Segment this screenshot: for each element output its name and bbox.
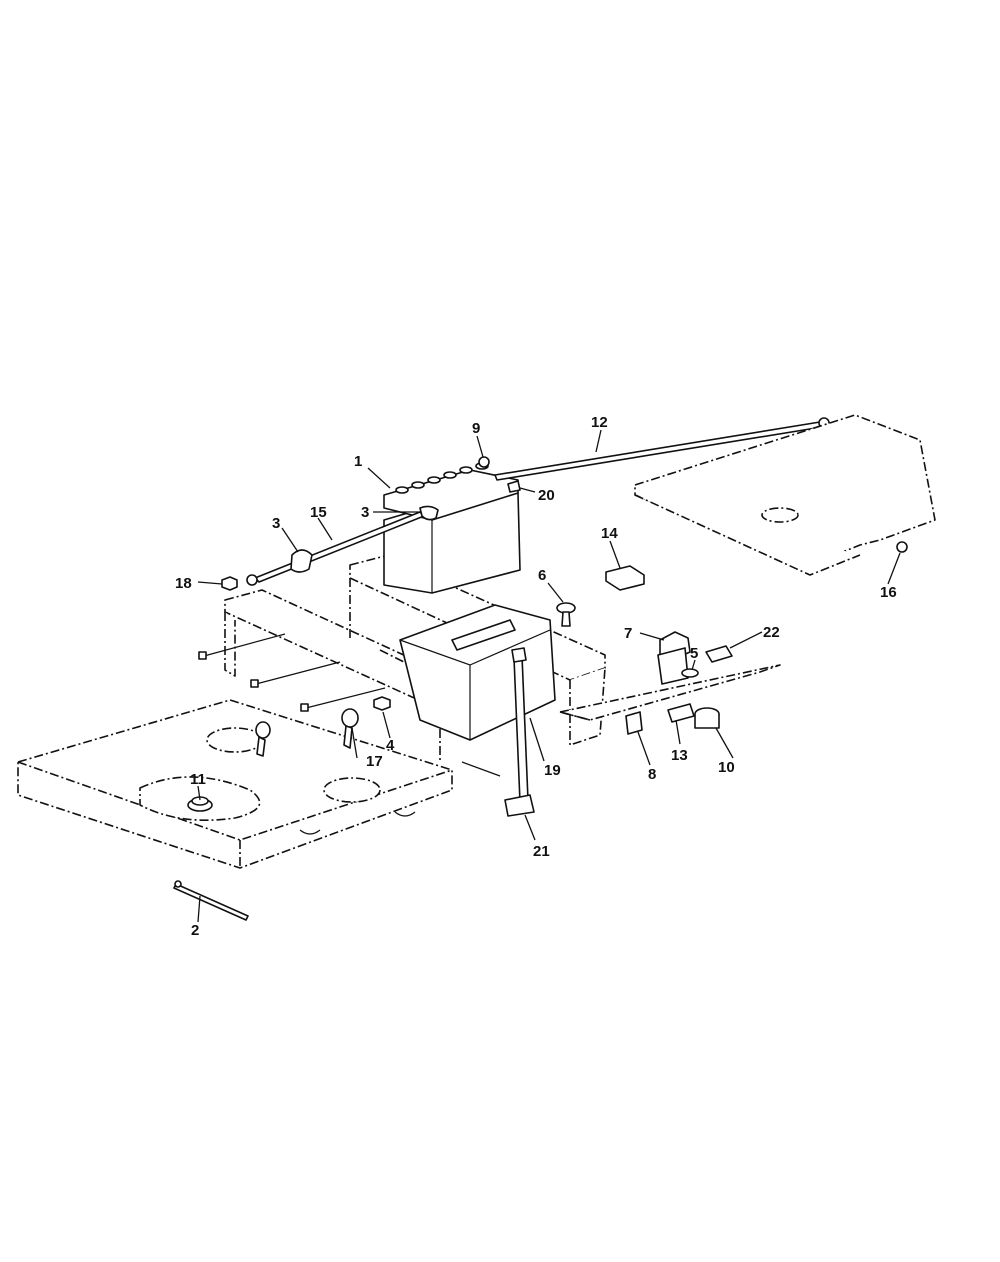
rocker-switch <box>705 645 733 663</box>
callout-21: 21 <box>533 843 550 860</box>
callout-4: 4 <box>386 737 395 754</box>
callout-2: 2 <box>191 922 199 939</box>
deck-plate <box>17 699 453 869</box>
grommet <box>187 796 213 812</box>
cable-tie <box>173 880 249 921</box>
battery-cable-negative <box>246 505 439 586</box>
mounting-rods <box>198 633 501 777</box>
ignition-switch <box>694 707 720 729</box>
hex-nut <box>221 576 238 591</box>
callout-3-b: 3 <box>361 504 369 521</box>
battery-strap <box>504 647 535 817</box>
callout-18: 18 <box>175 575 192 592</box>
nut <box>373 696 391 711</box>
floor-pan <box>634 414 936 576</box>
callout-12: 12 <box>591 414 608 431</box>
hex-bolt <box>896 541 908 553</box>
control-panel-bracket <box>559 664 781 721</box>
battery-tray <box>399 604 556 741</box>
callout-15: 15 <box>310 504 327 521</box>
callout-1: 1 <box>354 453 362 470</box>
relay <box>605 565 645 591</box>
callout-19: 19 <box>544 762 561 779</box>
callout-8: 8 <box>648 766 656 783</box>
callout-13: 13 <box>671 747 688 764</box>
callout-11: 11 <box>190 771 206 788</box>
callout-6: 6 <box>538 567 546 584</box>
callout-9: 9 <box>472 420 480 437</box>
callout-17: 17 <box>366 753 383 770</box>
callout-10: 10 <box>718 759 735 776</box>
callout-7: 7 <box>624 625 632 642</box>
callout-3-a: 3 <box>272 515 280 532</box>
callout-5: 5 <box>690 645 698 662</box>
carriage-bolt <box>556 602 576 627</box>
leader-lines <box>197 429 901 923</box>
key-switch <box>255 708 359 757</box>
toggle-switch <box>625 711 643 735</box>
callout-22: 22 <box>763 624 780 641</box>
washer <box>681 668 699 678</box>
bezel <box>667 703 695 723</box>
callout-14: 14 <box>601 525 618 542</box>
battery <box>383 462 521 594</box>
pto-switch <box>657 631 691 685</box>
callout-20: 20 <box>538 487 555 504</box>
callout-labels: 1 2 3 3 4 5 6 7 8 9 10 11 12 13 14 15 16… <box>175 414 897 939</box>
callout-16: 16 <box>880 584 897 601</box>
